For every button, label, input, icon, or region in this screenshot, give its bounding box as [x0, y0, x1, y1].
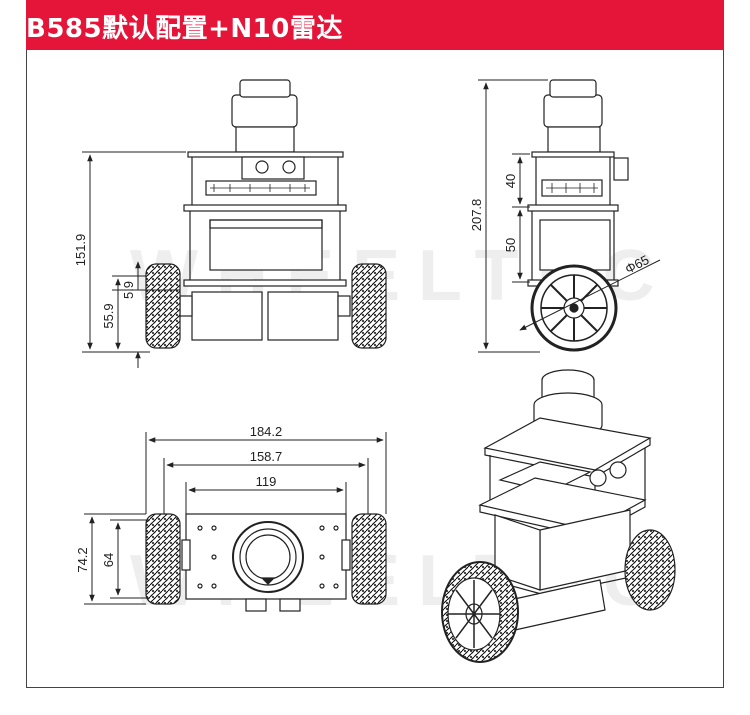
dim-track-width: 158.7 — [250, 449, 283, 464]
dim-body-depth: 64 — [101, 553, 116, 567]
dim-upper-layer: 40 — [503, 174, 518, 188]
header-banner — [26, 0, 724, 50]
dim-wheel-center-height: 55.9 — [101, 303, 116, 328]
side-dims — [478, 79, 661, 353]
dim-total-height-side: 207.8 — [469, 199, 484, 232]
front-dims — [82, 151, 186, 368]
dim-ground-clearance: 5.9 — [121, 281, 136, 299]
top-dims — [84, 432, 387, 605]
dim-total-height-front: 151.9 — [73, 234, 88, 267]
dim-body-width: 119 — [256, 474, 277, 489]
page-title: B585默认配置+N10雷达 — [26, 14, 343, 44]
dim-lower-layer: 50 — [503, 238, 518, 252]
top-view — [145, 513, 387, 612]
dim-wheel-length: 74.2 — [75, 547, 90, 572]
isometric-view — [441, 369, 676, 663]
drawing-frame — [26, 50, 724, 688]
dim-overall-width: 184.2 — [250, 424, 283, 439]
side-view — [527, 79, 629, 352]
front-view — [145, 79, 387, 349]
